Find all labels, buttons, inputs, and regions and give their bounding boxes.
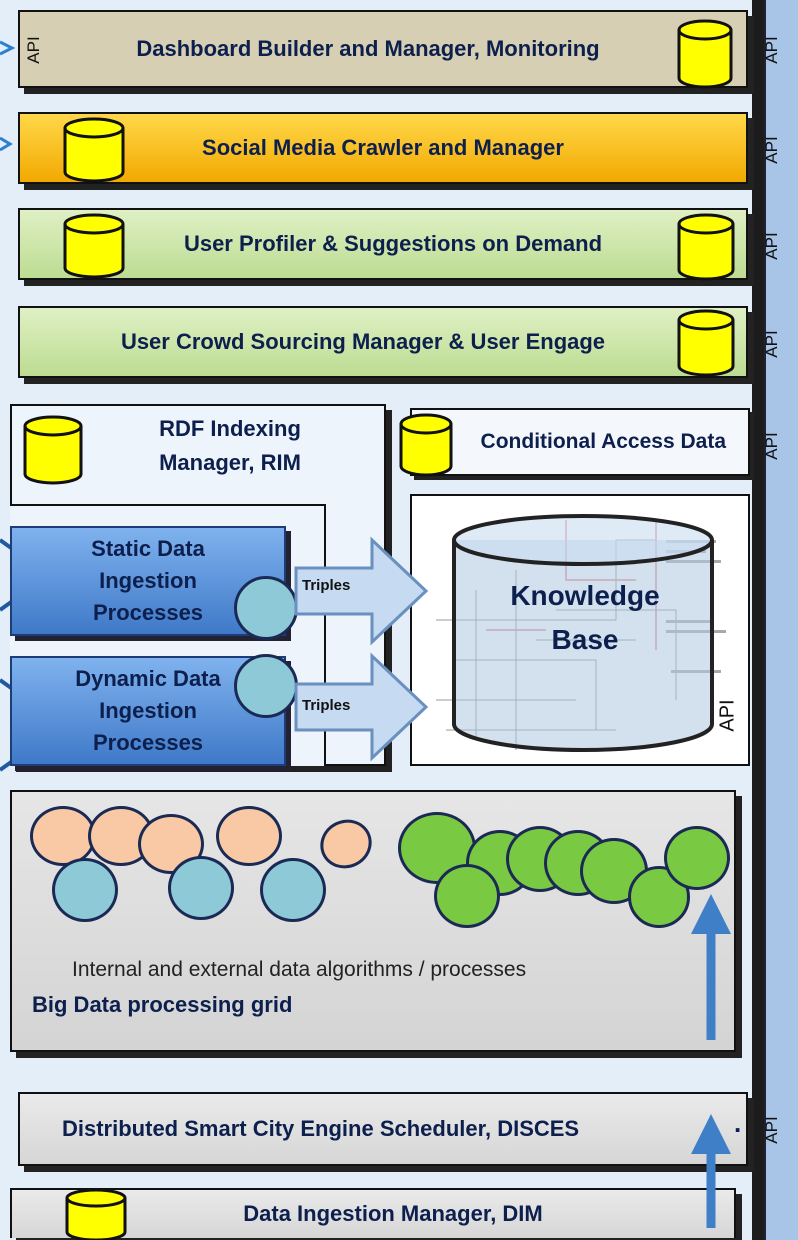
process-circle-blue-1 [52, 858, 118, 922]
rim-title: RDF Indexing Manager, RIM [120, 412, 340, 480]
process-circle-green-6 [434, 864, 500, 928]
api-label-dashboard-right: API [762, 36, 781, 64]
dashboard-bar-label: Dashboard Builder and Manager, Monitorin… [136, 36, 600, 61]
rim-title-line2: Manager, RIM [159, 450, 301, 475]
crowd-sourcing-bar: User Crowd Sourcing Manager & User Engag… [18, 306, 748, 378]
process-circle-peach-1 [30, 806, 96, 866]
api-label-disces: API [762, 1116, 781, 1144]
rim-title-line1: RDF Indexing [159, 416, 301, 441]
disces-dot: . [734, 1108, 742, 1138]
process-circle-green-8 [664, 826, 730, 890]
database-icon-profiler-right [677, 213, 735, 281]
social-crawler-label: Social Media Crawler and Manager [202, 135, 564, 160]
api-label-profiler: API [762, 232, 781, 260]
api-label-social: API [762, 136, 781, 164]
process-circle-peach-4 [216, 806, 282, 866]
conditional-access-box: Conditional Access Data [410, 408, 750, 476]
knowledge-base-line1: Knowledge [510, 580, 660, 611]
right-panel [764, 0, 798, 1240]
dynamic-data-line1: Dynamic Data [75, 666, 221, 691]
disces-bar: Distributed Smart City Engine Scheduler,… [18, 1092, 748, 1166]
user-profiler-label: User Profiler & Suggestions on Demand [183, 231, 603, 256]
database-icon-dashboard [677, 19, 733, 89]
triples-arrow-dynamic [294, 652, 429, 762]
knowledge-base-cylinder [452, 514, 714, 752]
api-label-knowledge-base: API [716, 699, 739, 732]
knowledge-base-label: Knowledge Base [470, 574, 700, 662]
dim-bar: Data Ingestion Manager, DIM [10, 1188, 736, 1238]
database-icon-social [63, 117, 125, 183]
triples-label-static: Triples [302, 577, 351, 594]
process-circle-blue-2 [168, 856, 234, 920]
database-icon-profiler-left [63, 213, 125, 279]
dynamic-process-circle [234, 654, 298, 718]
dashboard-bar: Dashboard Builder and Manager, Monitorin… [18, 10, 748, 88]
database-icon-dim [65, 1188, 127, 1240]
social-crawler-bar: Social Media Crawler and Manager [18, 112, 748, 184]
right-rail [752, 0, 764, 1240]
static-data-line3: Processes [92, 600, 204, 625]
static-process-circle [234, 576, 298, 640]
triples-arrow-static [294, 536, 429, 646]
dim-label: Data Ingestion Manager, DIM [243, 1201, 543, 1226]
big-data-title: Big Data processing grid [32, 992, 293, 1017]
disces-label: Distributed Smart City Engine Scheduler,… [62, 1116, 580, 1141]
big-data-caption: Internal and external data algorithms / … [72, 958, 527, 981]
upward-flow-arrows [691, 894, 731, 1228]
conditional-access-label: Conditional Access Data [480, 430, 726, 453]
static-data-line1: Static Data [91, 536, 205, 561]
api-label-conditional: API [762, 432, 781, 460]
user-profiler-bar: User Profiler & Suggestions on Demand [18, 208, 748, 280]
crowd-sourcing-label: User Crowd Sourcing Manager & User Engag… [120, 329, 606, 354]
api-label-dashboard-left: API [24, 36, 43, 64]
database-icon-crowd [677, 309, 735, 377]
database-icon-conditional [399, 413, 453, 477]
dynamic-data-line3: Processes [92, 730, 204, 755]
api-label-crowd: API [762, 330, 781, 358]
triples-label-dynamic: Triples [302, 697, 351, 714]
static-data-box: Static Data Ingestion Processes [10, 526, 286, 636]
knowledge-base-line2: Base [551, 624, 619, 655]
static-data-line2: Ingestion [99, 568, 197, 593]
dynamic-data-line2: Ingestion [99, 698, 197, 723]
database-icon-rim [23, 415, 83, 485]
process-circle-blue-3 [260, 858, 326, 922]
